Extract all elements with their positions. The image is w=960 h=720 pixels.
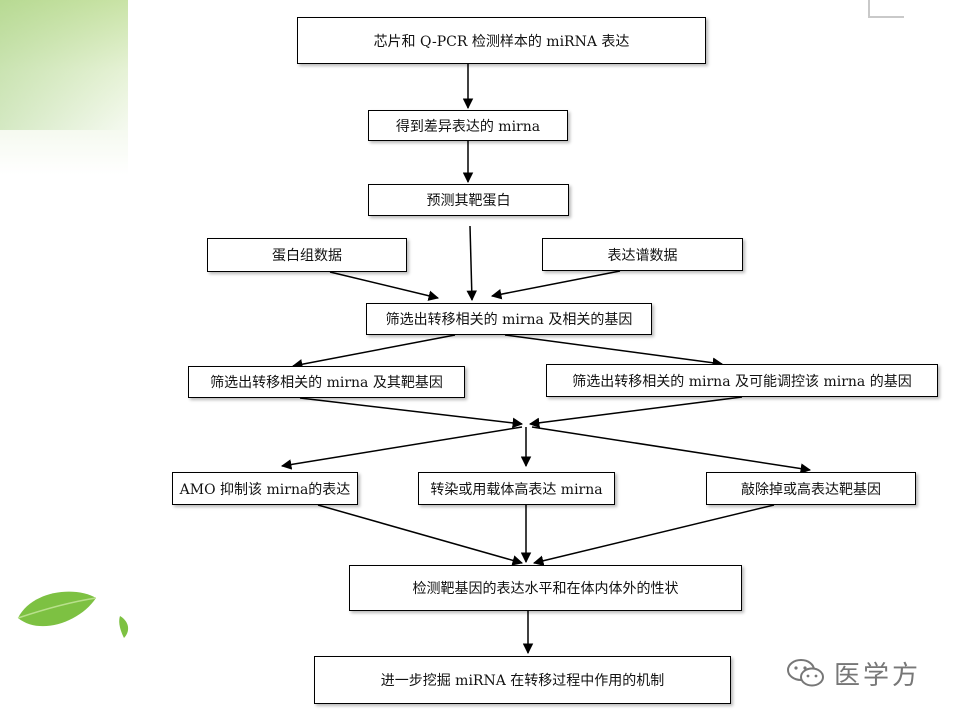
branch-regulated-box: 筛选出转移相关的 mirna 及可能调控该 mirna 的基因: [546, 364, 938, 397]
arrow-left-branch-to-hub: [299, 397, 524, 429]
input-proteome-box: 蛋白组数据: [207, 238, 407, 272]
arrow-screen-to-left-branch: [291, 334, 456, 370]
arrow-amo-to-detect: [317, 504, 524, 566]
exp-amo-box: AMO 抑制该 mirna的表达: [172, 472, 358, 505]
arrow-right-branch-to-hub: [528, 396, 743, 429]
wechat-icon: [787, 659, 824, 687]
arrow-knockout-to-detect: [532, 504, 775, 566]
arrow-expression-to-screen: [490, 270, 621, 300]
leaf-icon: [17, 591, 97, 627]
exp-transfect-box: 转染或用载体高表达 mirna: [418, 472, 615, 505]
watermark-text: 医学方: [834, 660, 922, 691]
step-differential-box: 得到差异表达的 mirna: [368, 110, 568, 141]
arrow-screen-to-right-branch: [504, 334, 724, 368]
branch-targets-box: 筛选出转移相关的 mirna 及其靶基因: [188, 366, 465, 398]
step-mechanism-box: 进一步挖掘 miRNA 在转移过程中作用的机制: [314, 656, 731, 704]
arrow-hub-to-amo: [280, 426, 523, 470]
leaf-small-icon: [119, 616, 129, 638]
step-chip-qpcr-box: 芯片和 Q-PCR 检测样本的 miRNA 表达: [297, 17, 706, 64]
input-expression-box: 表达谱数据: [542, 238, 743, 271]
arrow-hub-to-knockout: [531, 426, 812, 474]
corner-mark: [868, 0, 904, 18]
green-gradient-top: [0, 0, 128, 130]
arrow-predict-to-screen: [466, 225, 477, 302]
arrow-proteome-to-screen: [329, 271, 440, 301]
watermark: 医学方: [786, 656, 922, 691]
step-detect-box: 检测靶基因的表达水平和在体内体外的性状: [349, 565, 742, 611]
step-predict-target-box: 预测其靶蛋白: [368, 184, 569, 216]
exp-knockout-box: 敲除掉或高表达靶基因: [706, 472, 916, 505]
step-screen-metastasis-box: 筛选出转移相关的 mirna 及相关的基因: [366, 303, 652, 335]
